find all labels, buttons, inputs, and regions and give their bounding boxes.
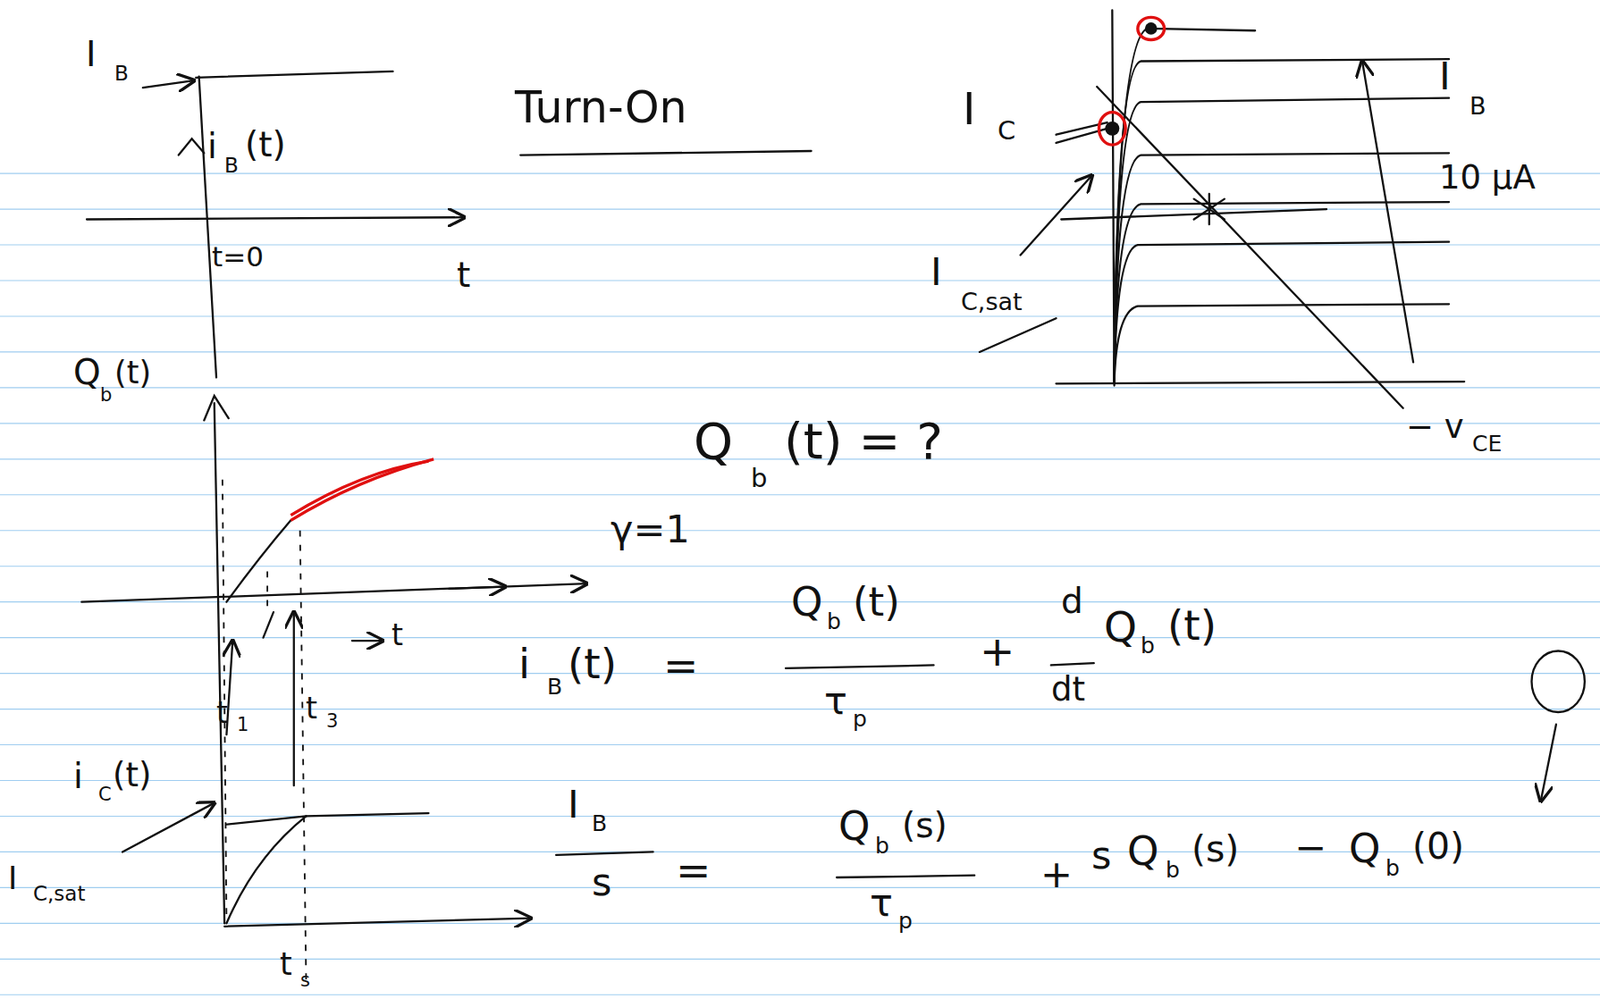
handwritten-label: b [1165,858,1180,882]
handwritten-label: (t) [244,126,287,162]
handwritten-label: (t) [114,357,152,389]
handwritten-label: s [591,863,612,902]
handwritten-label: (t) [852,581,901,623]
handwritten-label: + [979,630,1015,673]
handwritten-label: C [98,785,112,805]
handwritten-label: C,sat [33,884,85,905]
handwritten-label: 10 μA [1439,160,1536,194]
handwritten-label: − v [1406,410,1465,444]
handwritten-label: Q [791,581,823,623]
handwritten-label: I [1439,57,1451,96]
handwritten-label: s [1091,836,1112,876]
handwritten-label: 3 [326,712,338,732]
handwritten-label: + [1040,855,1073,894]
handwritten-label: (s) [901,808,948,843]
handwritten-label: Q [838,806,870,847]
handwritten-label: τ [869,884,893,923]
handwritten-label: b [1385,857,1400,880]
handwritten-label: (t) [1167,604,1217,647]
handwritten-label: t [216,698,228,728]
handwritten-label: Q [1103,606,1137,649]
handwritten-label: B [547,675,563,699]
handwritten-label: CE [1472,432,1502,455]
handwritten-label: C [997,117,1016,144]
handwritten-label: i [207,128,218,164]
handwritten-label: 1 [236,715,249,735]
handwritten-label: γ=1 [610,510,691,549]
handwritten-label: s [300,971,311,991]
handwritten-label: i [518,642,531,685]
handwritten-label: (0) [1412,828,1465,866]
handwritten-label: b [1140,634,1155,657]
handwritten-label: i [73,758,84,794]
handwritten-label: b [826,610,842,633]
handwritten-label: B [591,812,607,835]
handwritten-label: t [305,693,318,724]
handwritten-label: Q [693,416,733,467]
handwritten-label: b [100,386,112,405]
handwritten-label: t [391,620,404,650]
handwritten-label: (t) [112,758,152,792]
handwritten-label: I [8,863,17,895]
handwritten-label: Q [1127,831,1159,872]
handwritten-label: Q [73,354,102,390]
handwritten-label: p [898,909,913,933]
handwritten-label: B [114,63,129,85]
handwritten-label: = [675,849,711,892]
handwritten-label: I [85,36,97,72]
handwritten-label: p [852,707,868,731]
handwritten-label: (t) = ? [783,416,944,467]
handwritten-label: t [279,949,293,981]
handwritten-label: − [1294,828,1327,868]
handwritten-label: b [750,465,767,492]
handwritten-label: t [456,257,471,293]
handwritten-label: d [1061,583,1084,619]
handwritten-label: C,sat [960,289,1023,314]
handwritten-label: (t) [567,642,617,685]
handwritten-label: I [930,252,943,292]
handwritten-label: Turn-On [514,85,688,130]
handwritten-label: B [224,155,239,177]
handwritten-label: I [567,785,580,825]
handwritten-label: = [663,644,699,687]
handwritten-label: (s) [1191,831,1239,868]
handwritten-label: dt [1051,673,1086,707]
handwritten-label: b [875,834,890,858]
handwritten-label: B [1469,93,1487,118]
handwritten-label: I [962,87,976,132]
handwritten-label: τ [824,682,848,721]
handwritten-label: Q [1348,828,1381,869]
handwritten-label: t=0 [211,243,264,271]
